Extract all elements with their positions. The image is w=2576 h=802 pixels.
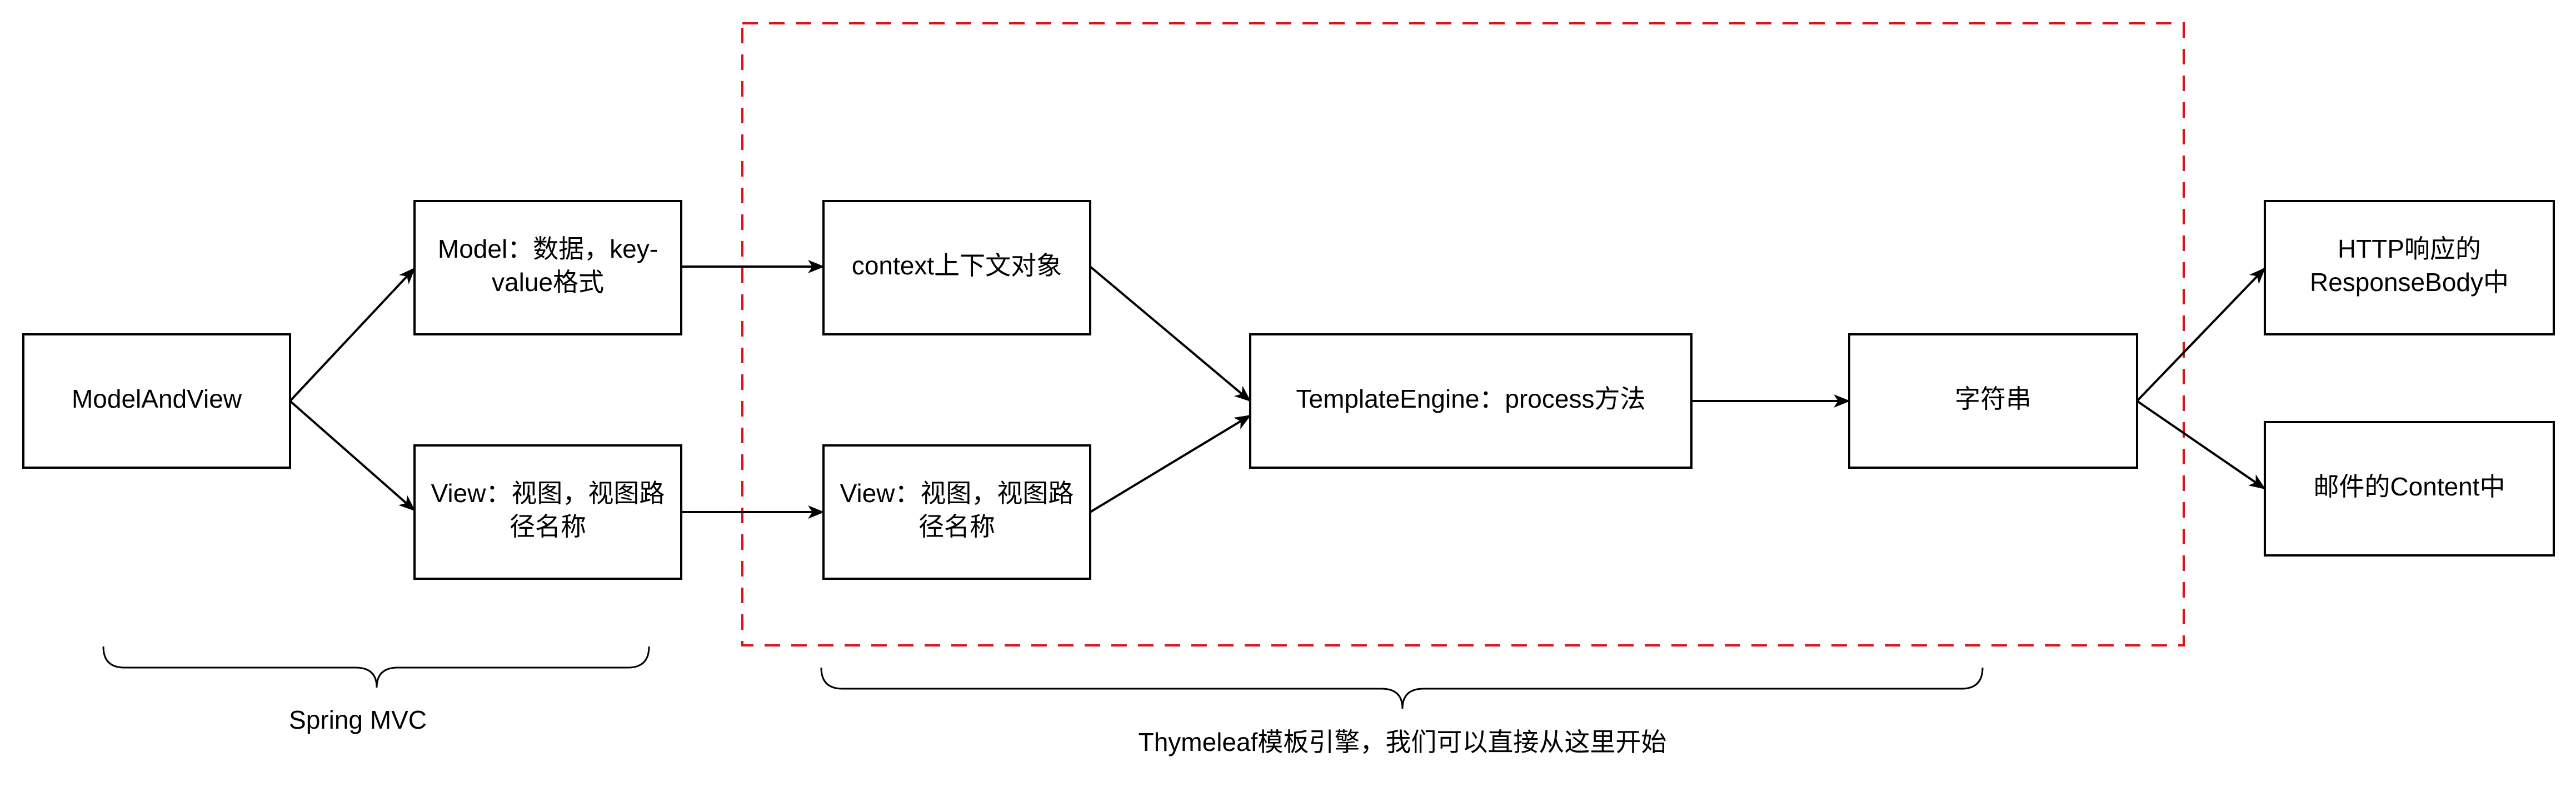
node-http-response-label-line2: ResponseBody中	[2310, 268, 2509, 297]
node-modelandview: ModelAndView	[22, 333, 291, 469]
thymeleaf-brace	[820, 667, 1984, 709]
spring-mvc-label: Spring MVC	[289, 705, 427, 734]
edge-context-to-templateengine	[1089, 265, 1251, 402]
node-view-right: View：视图，视图路 径名称	[822, 444, 1091, 580]
node-templateengine: TemplateEngine：process方法	[1249, 333, 1693, 469]
edge-modelandview-to-view	[289, 400, 416, 512]
node-http-response-label-line1: HTTP响应的	[2338, 234, 2481, 263]
node-model-label-line1: Model：数据，key-	[438, 234, 658, 263]
node-mail-content: 邮件的Content中	[2264, 421, 2555, 557]
node-view-right-label-line2: 径名称	[918, 512, 995, 541]
edge-view-to-templateengine	[1089, 414, 1251, 513]
edges	[289, 260, 2266, 519]
edge-string-to-http	[2136, 267, 2266, 402]
node-view-left-label-line2: 径名称	[510, 512, 586, 541]
node-view-right-label-line1: View：视图，视图路	[840, 479, 1074, 508]
thymeleaf-label: Thymeleaf模板引擎，我们可以直接从这里开始	[1139, 728, 1667, 756]
node-view-left: View：视图，视图路 径名称	[413, 444, 682, 580]
thymeleaf-region	[741, 22, 2185, 646]
node-string: 字符串	[1848, 333, 2138, 469]
node-context-label: context上下文对象	[852, 251, 1062, 280]
node-context: context上下文对象	[822, 200, 1091, 335]
node-view-left-label-line1: View：视图，视图路	[431, 479, 665, 508]
node-string-label: 字符串	[1955, 384, 2031, 413]
node-modelandview-label: ModelAndView	[72, 384, 242, 413]
edge-modelandview-to-model	[289, 267, 416, 402]
spring-mvc-brace	[102, 646, 650, 688]
node-model-label-line2: value格式	[492, 268, 604, 297]
node-mail-content-label: 邮件的Content中	[2313, 472, 2505, 501]
node-model: Model：数据，key- value格式	[413, 200, 682, 335]
node-http-response: HTTP响应的 ResponseBody中	[2264, 200, 2555, 335]
node-templateengine-label: TemplateEngine：process方法	[1296, 384, 1646, 413]
edge-string-to-mail	[2136, 400, 2266, 490]
